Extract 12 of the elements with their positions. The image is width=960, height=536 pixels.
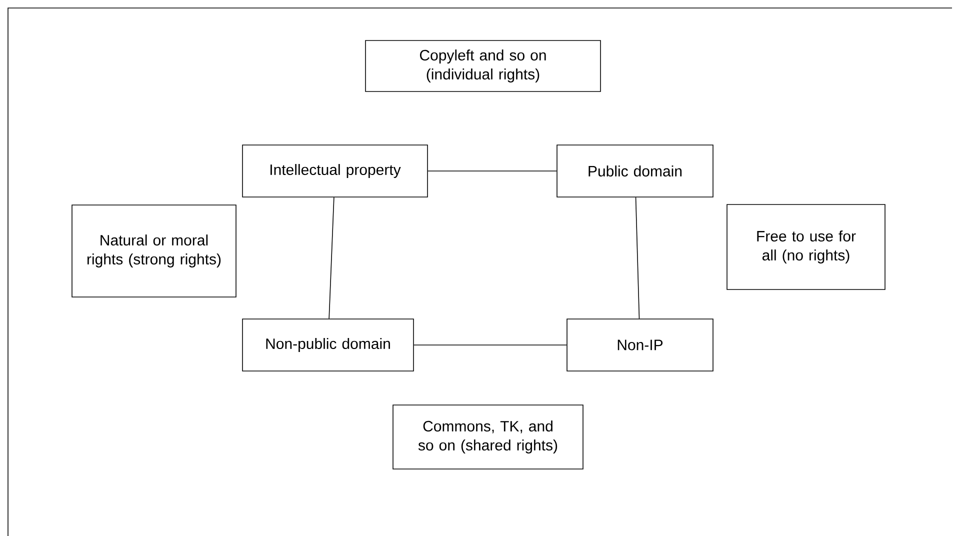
- label-box: Non-public domain: [242, 318, 414, 372]
- connector-line: [635, 197, 640, 319]
- label-box: Free to use for all (no rights): [726, 204, 886, 290]
- connector-line: [328, 197, 334, 319]
- label-box: Non-IP: [566, 318, 714, 372]
- label-box: Copyleft and so on (individual rights): [365, 40, 601, 92]
- connector-line: [414, 344, 567, 346]
- label-box: Commons, TK, and so on (shared rights): [392, 404, 584, 470]
- connector-line: [428, 170, 557, 172]
- label-box: Public domain: [556, 144, 714, 198]
- label-box: Intellectual property: [242, 144, 428, 198]
- label-box: Natural or moral rights (strong rights): [72, 204, 236, 298]
